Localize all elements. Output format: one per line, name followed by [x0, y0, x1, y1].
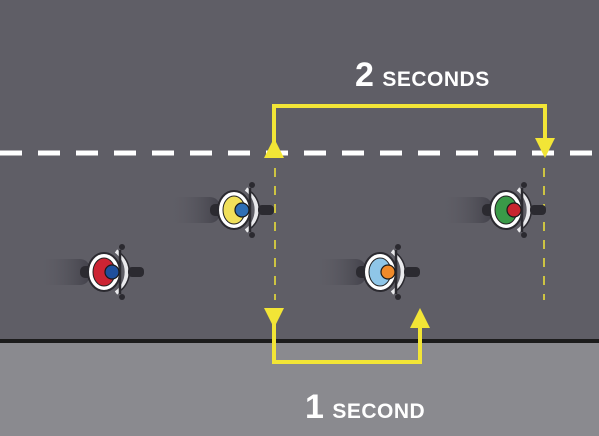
one-second-number: 1 [305, 388, 324, 426]
road-surface [0, 0, 599, 340]
motorcycle-red-rider [38, 244, 144, 300]
two-second-bracket [264, 104, 555, 158]
motorcycle-blue-rider [314, 244, 420, 300]
motorcycle-green-rider [440, 182, 546, 238]
two-seconds-word: SECONDS [382, 68, 489, 91]
one-second-word: SECOND [332, 400, 425, 423]
one-second-bracket [264, 308, 430, 364]
curb-line [0, 339, 599, 343]
road-shoulder [0, 343, 599, 436]
two-seconds-label: 2 SECONDS [355, 56, 490, 94]
svg-text:2 SECONDS: 2 SECONDS [355, 56, 490, 94]
motorcycle-yellow-rider [168, 182, 274, 238]
one-second-label: 1 SECOND [305, 388, 425, 426]
two-seconds-number: 2 [355, 56, 374, 94]
svg-text:1 SECOND: 1 SECOND [305, 388, 425, 426]
